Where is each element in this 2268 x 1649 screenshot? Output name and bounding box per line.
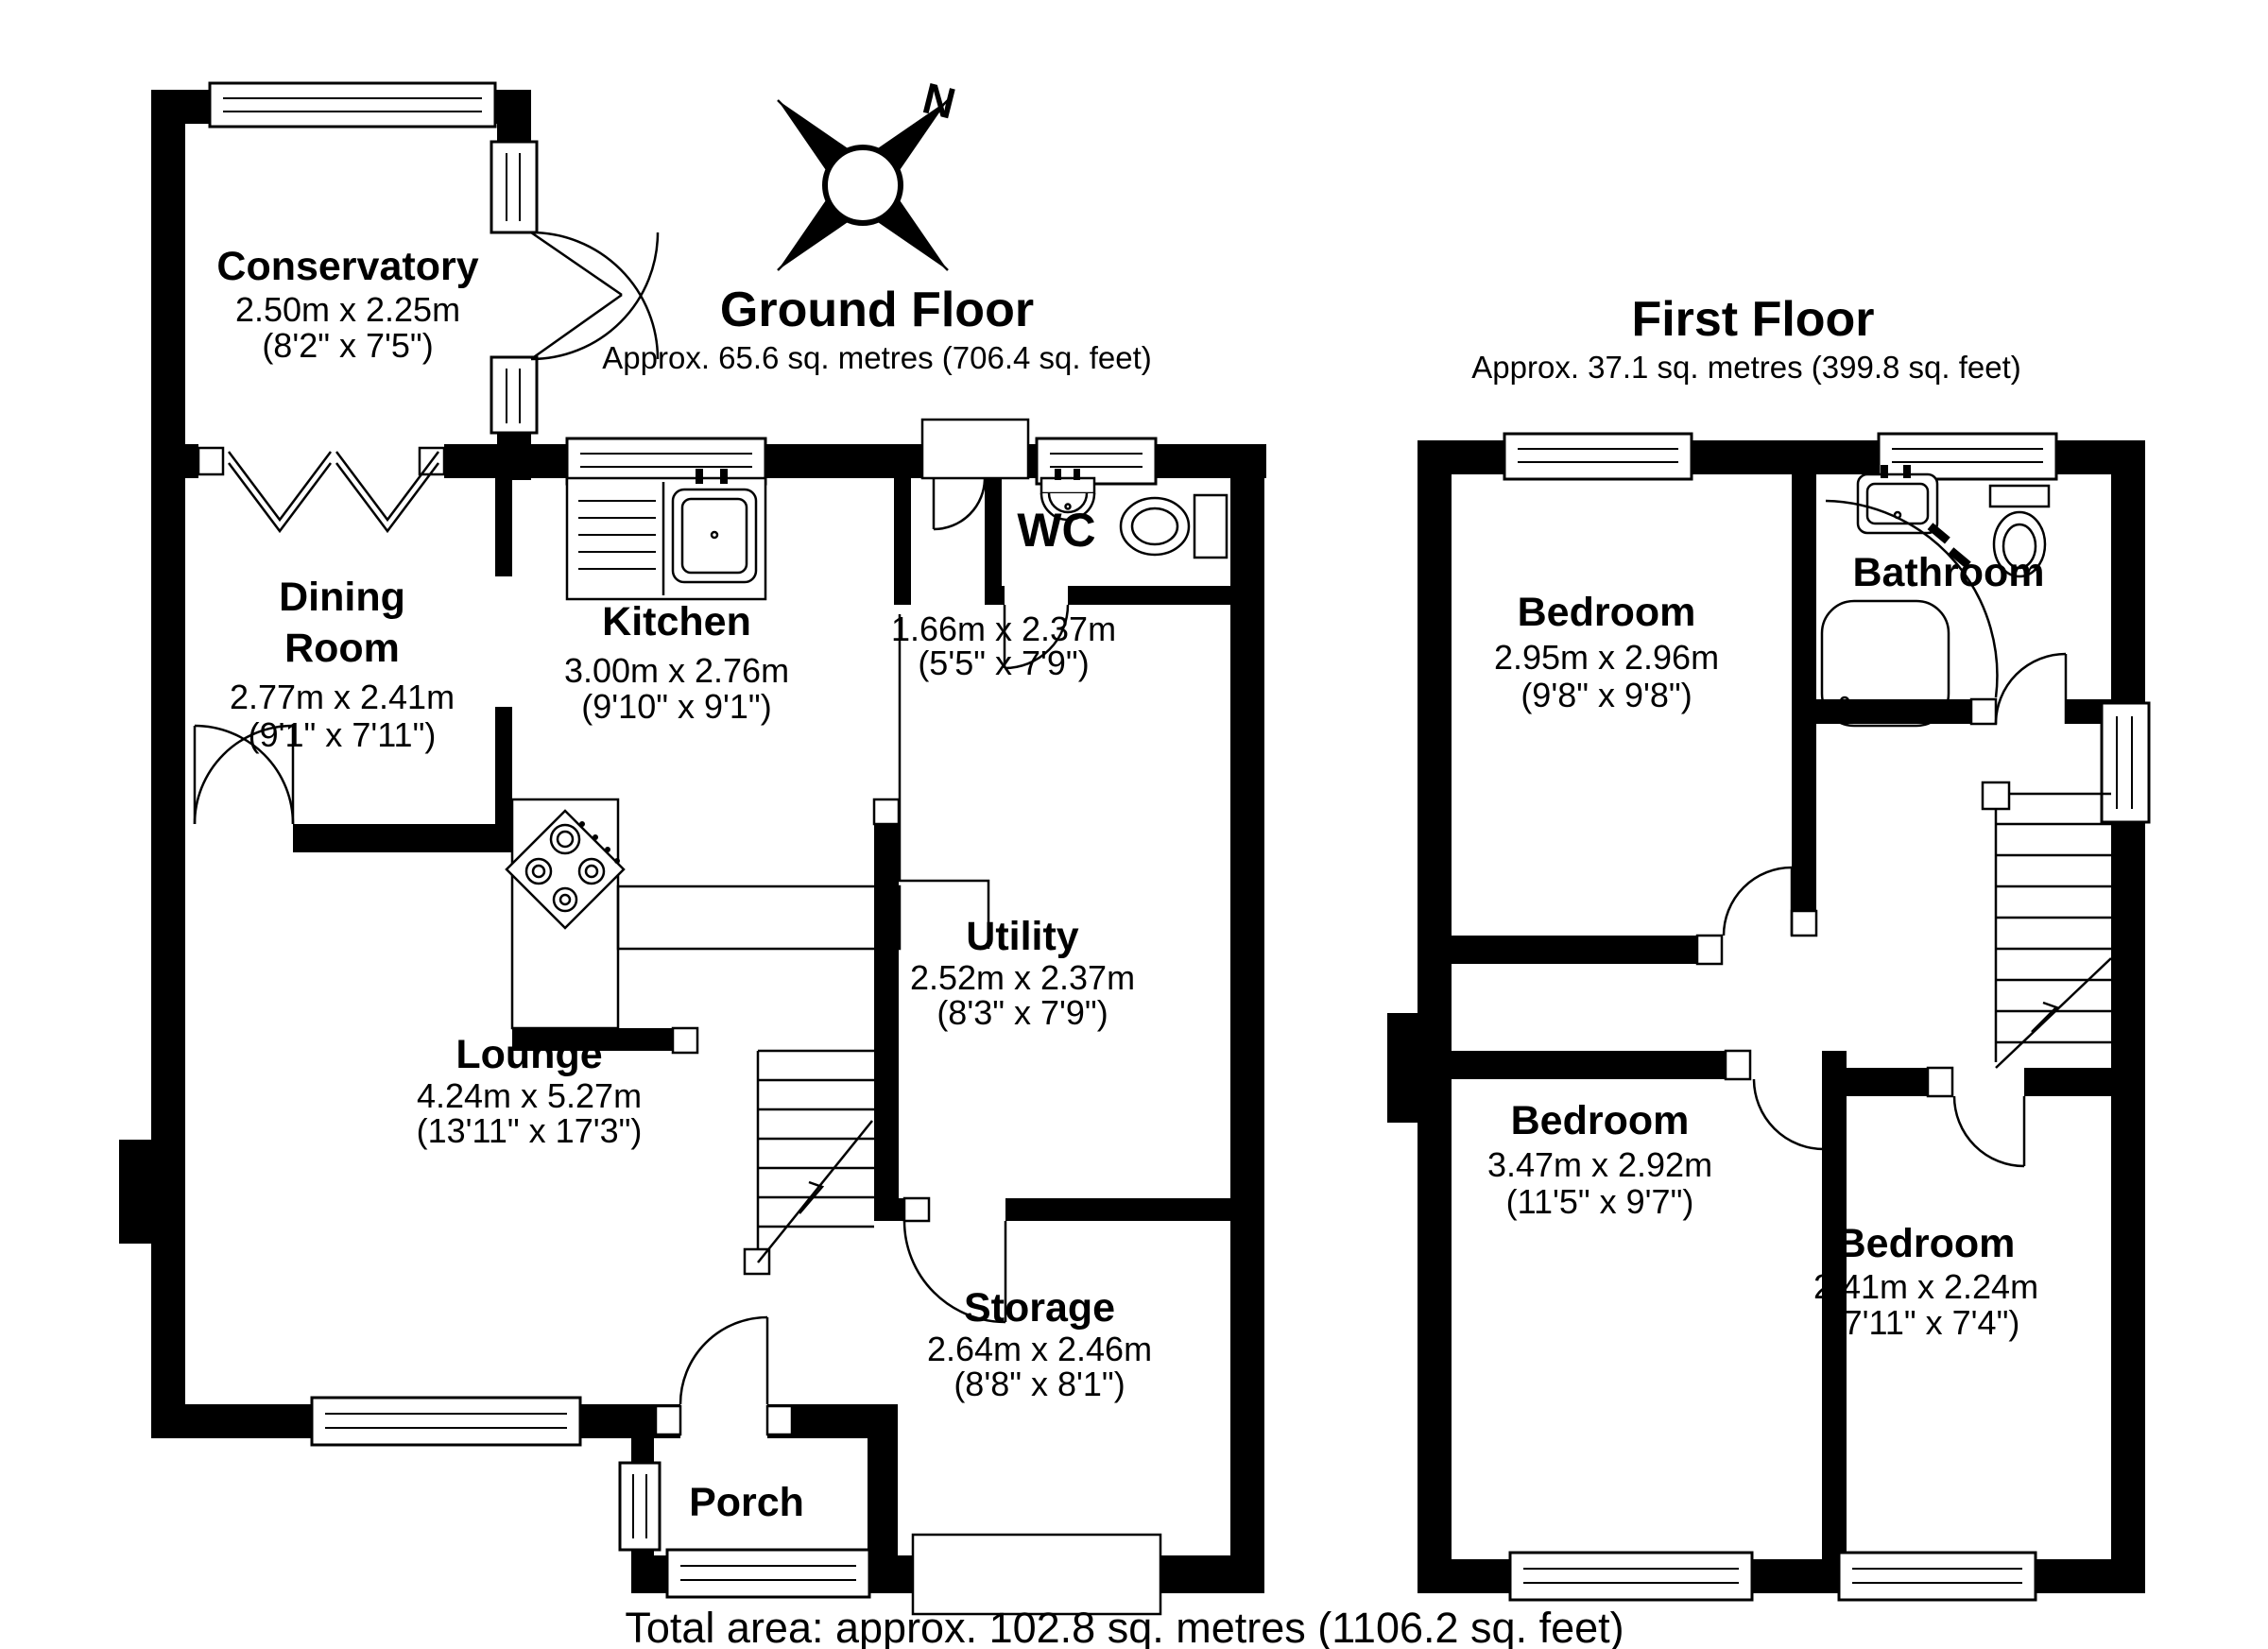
gf-stairs — [743, 1049, 874, 1276]
lounge-dims-m: 4.24m x 5.27m — [417, 1076, 642, 1115]
wall-post — [671, 1026, 699, 1055]
bedroom1-dims-ft: (9'8" x 9'8") — [1521, 676, 1692, 714]
storage-dims-m: 2.64m x 2.46m — [927, 1330, 1152, 1368]
first-floor-plan: Bedroom 2.95m x 2.96m (9'8" x 9'8") Bath… — [1387, 292, 2151, 1602]
first-floor-subtitle: Approx. 37.1 sq. metres (399.8 sq. feet) — [1471, 350, 2020, 385]
bedroom1-dims-m: 2.95m x 2.96m — [1494, 638, 1719, 677]
gf-interior-lines — [898, 614, 990, 949]
kitchen-dims-ft: (9'10" x 9'1") — [581, 687, 771, 726]
bathroom-label: Bathroom — [1852, 550, 2044, 595]
kitchen-label: Kitchen — [602, 599, 751, 644]
bedroom3-window-icon — [1837, 1551, 2037, 1602]
gf-chimney — [119, 1140, 153, 1244]
lounge-window-icon — [310, 1396, 582, 1447]
utility-label: Utility — [966, 914, 1079, 959]
bedroom1-door-icon — [1695, 866, 1818, 966]
bedroom3-dims-ft: (7'11" x 7'4") — [1832, 1303, 2020, 1342]
kitchen-sink-icon — [565, 469, 767, 601]
conservatory-dims-m: 2.50m x 2.25m — [235, 290, 460, 329]
ground-floor-plan: Conservatory 2.50m x 2.25m (8'2" x 7'5")… — [119, 81, 1266, 1616]
conservatory-side-window-icon — [490, 140, 539, 234]
wc-window-icon — [1035, 437, 1158, 486]
wc-dims-m: 1.66m x 2.37m — [891, 610, 1116, 648]
bedroom2-label: Bedroom — [1511, 1098, 1690, 1143]
bathtub-icon — [1820, 499, 1999, 728]
bedroom2-dims-ft: (11'5" x 9'7") — [1506, 1182, 1694, 1221]
compass-icon: N — [777, 73, 960, 271]
ff-stairs — [1981, 781, 2112, 1069]
utility-dims-m: 2.52m x 2.37m — [910, 958, 1135, 997]
conservatory-top-window-icon — [208, 81, 497, 129]
hob-icon — [505, 809, 626, 930]
porch-front-window-icon — [665, 1548, 871, 1599]
bedroom2-door-icon — [1724, 1049, 1826, 1151]
ff-doors — [1695, 652, 2068, 1168]
bedroom3-door-icon — [1926, 1066, 2026, 1168]
ground-floor-title: Ground Floor — [720, 283, 1034, 337]
conservatory-doors-icon — [530, 231, 660, 361]
ff-chimney — [1387, 1013, 1418, 1123]
bathroom-sink-icon — [1856, 465, 1939, 535]
folding-doors-icon — [197, 446, 446, 534]
bedroom1-label: Bedroom — [1518, 590, 1696, 635]
back-door-icon — [932, 477, 987, 531]
porch-label: Porch — [689, 1480, 804, 1525]
storage-door-icon — [902, 1196, 1007, 1324]
wc-sink-icon — [1040, 469, 1096, 522]
dining-room-label-2: Room — [284, 626, 400, 671]
kitchen-counter — [510, 798, 902, 1030]
wc-door-icon — [1003, 604, 1070, 670]
wc-dims-ft: (5'5" x 7'9") — [918, 644, 1089, 682]
conservatory-dims-ft: (8'2" x 7'5") — [262, 326, 433, 365]
porch-side-window-icon — [618, 1461, 662, 1552]
wall-post — [872, 798, 901, 826]
kitchen-dims-m: 3.00m x 2.76m — [564, 651, 789, 690]
gf-windows — [208, 81, 1162, 1616]
bedroom2-window-icon — [1508, 1551, 1754, 1602]
first-floor-title: First Floor — [1631, 292, 1874, 347]
conservatory-label: Conservatory — [216, 244, 478, 289]
ff-labels: Bedroom 2.95m x 2.96m (9'8" x 9'8") Bath… — [1487, 550, 2045, 1342]
dining-double-doors-icon — [193, 724, 295, 825]
bedroom1-window-icon — [1503, 432, 1693, 481]
ff-walls — [1387, 440, 2145, 1593]
wc-label: WC — [1017, 504, 1095, 557]
toilet-icon — [1988, 484, 2051, 578]
wc-toilet-icon — [1119, 493, 1228, 559]
dining-room-label-1: Dining — [279, 575, 405, 620]
kitchen-window-icon — [565, 437, 767, 486]
conservatory-side-window2-icon — [490, 355, 539, 435]
bedroom3-label: Bedroom — [1837, 1221, 2016, 1266]
utility-dims-ft: (8'3" x 7'9") — [936, 993, 1108, 1032]
lounge-dims-ft: (13'11" x 17'3") — [417, 1111, 643, 1150]
gf-doors — [193, 231, 1070, 1436]
storage-dims-ft: (8'8" x 8'1") — [954, 1365, 1125, 1403]
dining-room-dims-ft: (9'1" x 7'11") — [249, 715, 437, 754]
bedroom3-dims-m: 2.41m x 2.24m — [1813, 1267, 2038, 1306]
bedroom2-dims-m: 3.47m x 2.92m — [1487, 1145, 1712, 1184]
ground-floor-subtitle: Approx. 65.6 sq. metres (706.4 sq. feet) — [602, 340, 1151, 375]
lounge-label: Lounge — [455, 1032, 602, 1077]
landing-window-icon — [2100, 701, 2151, 824]
bathroom-door-icon — [1969, 652, 2068, 726]
gf-labels: Conservatory 2.50m x 2.25m (8'2" x 7'5")… — [216, 244, 1152, 1525]
total-area-label: Total area: approx. 102.8 sq. metres (11… — [625, 1604, 1624, 1649]
storage-label: Storage — [964, 1285, 1115, 1331]
dining-room-dims-m: 2.77m x 2.41m — [230, 678, 455, 716]
compass-north-label: N — [918, 73, 960, 128]
front-door-icon — [654, 1315, 794, 1436]
ff-windows — [1503, 432, 2151, 1602]
back-door-canopy — [920, 418, 1030, 480]
storage-door-unit-icon — [911, 1533, 1162, 1616]
